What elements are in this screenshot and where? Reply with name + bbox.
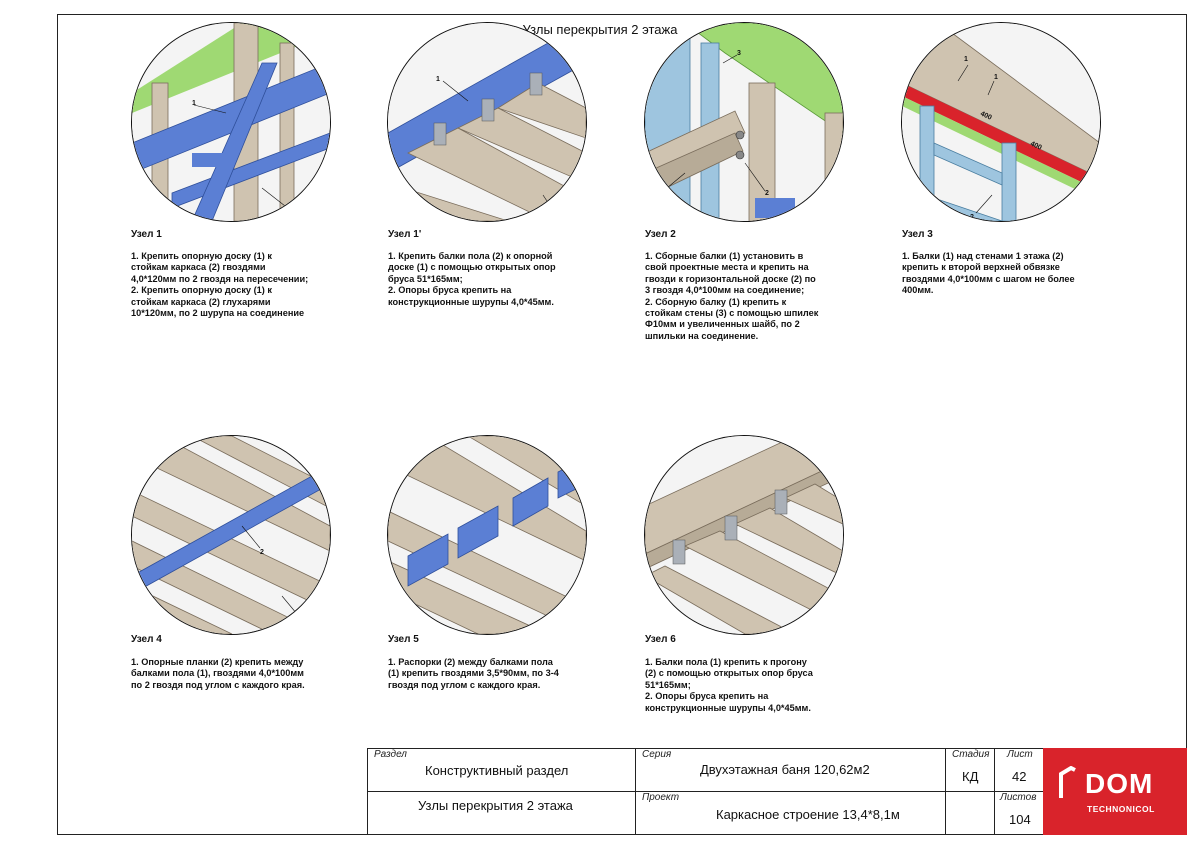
detail-2-callout-2: 2 — [765, 190, 769, 197]
detail-3-drawing: 400 400 1 1 2 — [901, 22, 1101, 222]
detail-2-drawing: 3 1 2 — [644, 22, 844, 222]
detail-2-text: 1. Сборные балки (1) установить в свой п… — [645, 251, 819, 341]
stamp-proekt-caption: Проект — [642, 792, 680, 803]
detail-6-drawing — [644, 435, 844, 635]
detail-1-text: 1. Крепить опорную доску (1) к стойкам к… — [131, 251, 309, 319]
detail-1prime-title: Узел 1' — [388, 229, 422, 240]
stamp-sheet-name-cell: Узлы перекрытия 2 этажа — [367, 791, 636, 835]
detail-4-drawing: 2 1 — [131, 435, 331, 635]
detail-1-title: Узел 1 — [131, 229, 162, 240]
detail-6-title: Узел 6 — [645, 634, 676, 645]
stamp-seria-caption: Серия — [642, 749, 672, 760]
stamp-seria-value: Двухэтажная баня 120,62м2 — [700, 762, 870, 777]
sheet-title: Узлы перекрытия 2 этажа — [522, 22, 678, 37]
stamp-stadia-caption: Стадия — [952, 749, 990, 760]
detail-1prime-drawing: 1 2 — [387, 22, 587, 222]
stamp-proekt-value: Каркасное строение 13,4*8,1м — [716, 807, 900, 822]
stamp-list-caption: Лист — [1007, 749, 1033, 760]
logo-main-text: DOM — [1085, 768, 1154, 799]
detail-2-title: Узел 2 — [645, 229, 676, 240]
stamp-razdel-value: Конструктивный раздел — [425, 763, 569, 778]
logo-house-icon — [1059, 766, 1076, 798]
detail-4-callout-2: 2 — [260, 549, 264, 556]
detail-5-drawing — [387, 435, 587, 635]
stamp-proekt-cell: Проект Каркасное строение 13,4*8,1м — [635, 791, 946, 835]
detail-1prime-text: 1. Крепить балки пола (2) к опорной доск… — [388, 251, 556, 307]
stamp-razdel-caption: Раздел — [374, 749, 407, 760]
detail-6-text: 1. Балки пола (1) крепить к прогону (2) … — [645, 657, 813, 713]
stamp-stadia-value: КД — [962, 769, 979, 784]
stamp-sheet-name: Узлы перекрытия 2 этажа — [418, 798, 573, 813]
stamp-seria-cell: Серия Двухэтажная баня 120,62м2 — [635, 748, 946, 792]
detail-3-callout-1a: 1 — [964, 56, 968, 63]
stamp-listov-value: 104 — [1009, 812, 1031, 827]
detail-3-dim-2: 400 — [1029, 140, 1043, 151]
detail-1prime-callout-1: 1 — [436, 76, 440, 83]
detail-3-text: 1. Балки (1) над стенами 1 этажа (2) кре… — [902, 251, 1075, 296]
dom-technonicol-logo: DOM TECHNONICOL — [1043, 748, 1187, 835]
detail-1-drawing: 1 2 — [131, 22, 331, 222]
stamp-listov-cell: Листов 104 — [994, 791, 1044, 835]
detail-3-callout-1b: 1 — [994, 74, 998, 81]
stamp-list-value: 42 — [1012, 769, 1027, 784]
detail-5-text: 1. Распорки (2) между балками пола (1) к… — [388, 657, 559, 690]
stamp-razdel-cell: Раздел Конструктивный раздел — [367, 748, 636, 792]
stamp-stadia-cell: Стадия КД — [945, 748, 995, 792]
title-block: Раздел Конструктивный раздел Узлы перекр… — [367, 748, 1187, 835]
stamp-listov-caption: Листов — [1000, 792, 1037, 803]
detail-2-callout-3: 3 — [737, 50, 741, 57]
detail-1-callout-1: 1 — [192, 100, 196, 107]
stamp-empty-cell — [945, 791, 995, 835]
detail-3-dim-1: 400 — [979, 110, 993, 121]
detail-5-title: Узел 5 — [388, 634, 419, 645]
stamp-list-cell: Лист 42 — [994, 748, 1044, 792]
logo-sub-text: TECHNONICOL — [1087, 804, 1155, 814]
detail-3-title: Узел 3 — [902, 229, 933, 240]
detail-4-text: 1. Опорные планки (2) крепить между балк… — [131, 657, 305, 690]
detail-4-title: Узел 4 — [131, 634, 162, 645]
